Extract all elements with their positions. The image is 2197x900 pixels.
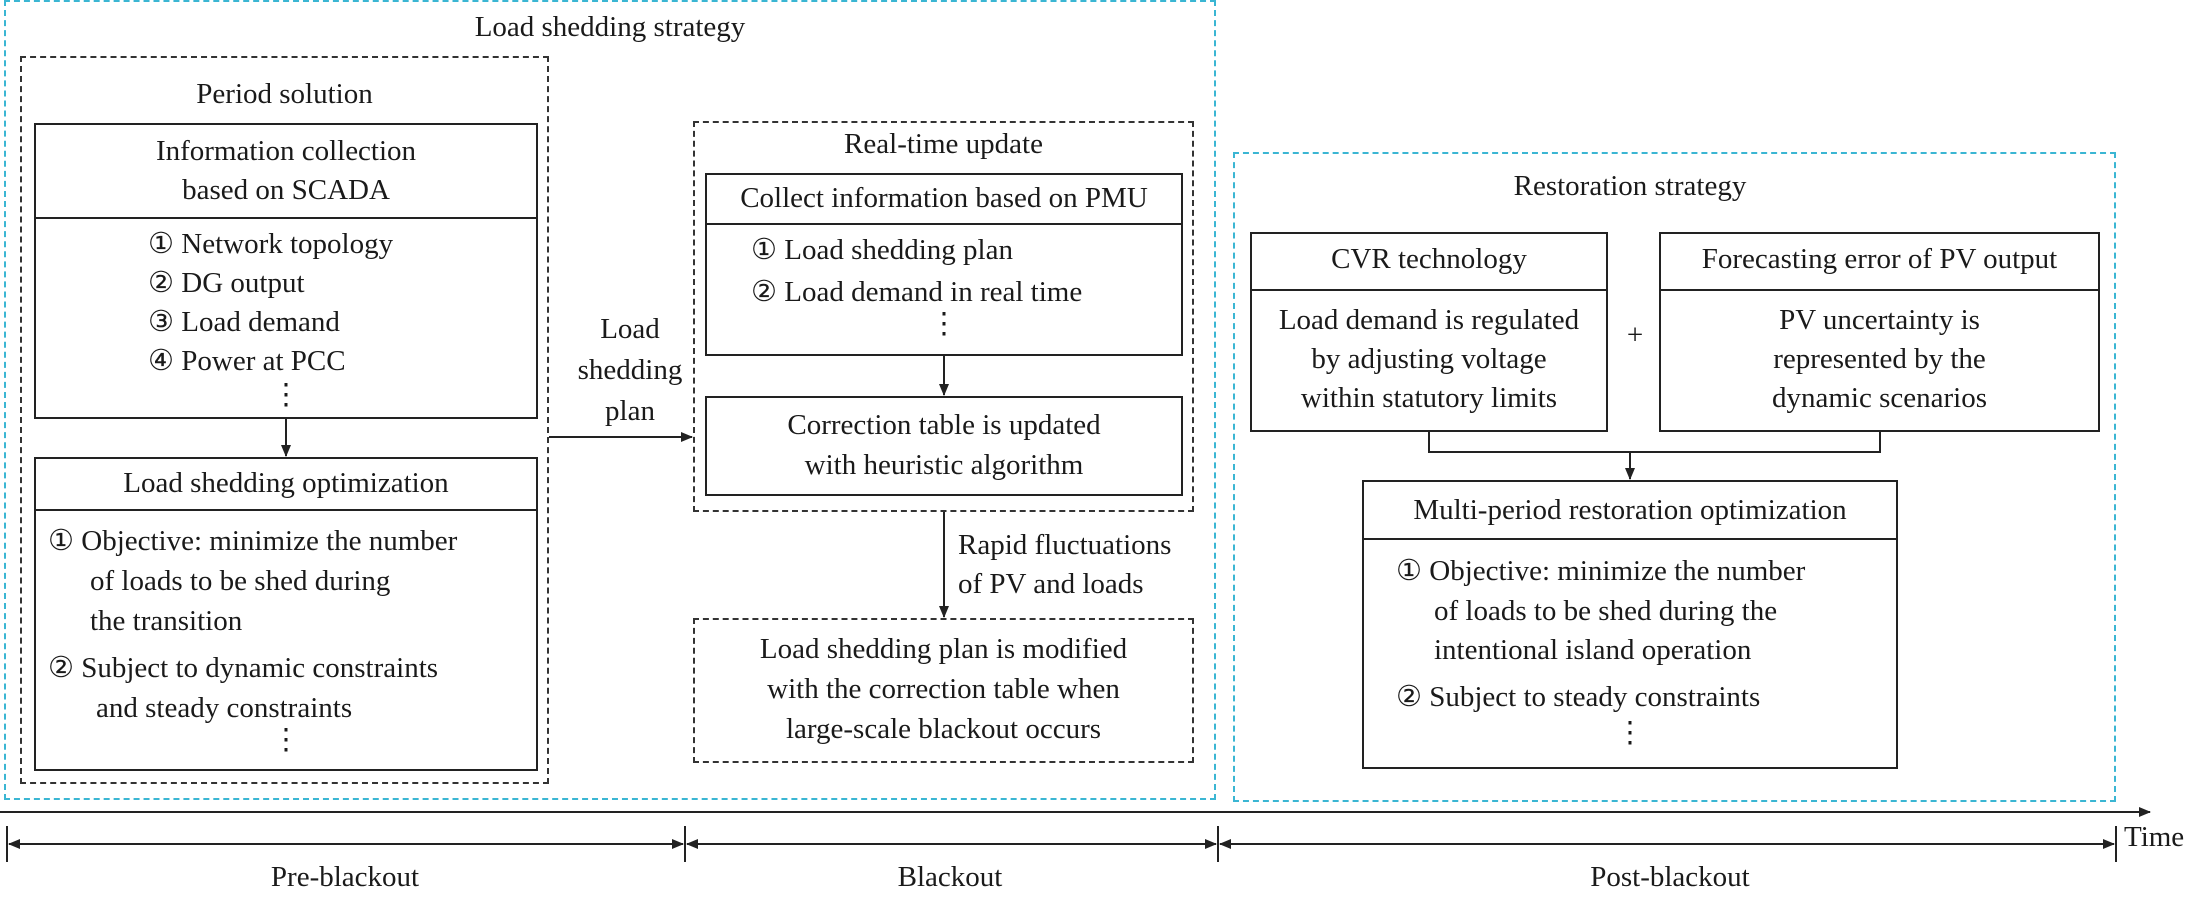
cvr-technology-title: CVR technology xyxy=(1331,243,1527,275)
info-item-dg-output: ② DG output xyxy=(148,267,305,299)
multi-period-restoration-box: Multi-period restoration optimization ① … xyxy=(1362,480,1898,769)
period-solution-region xyxy=(20,56,549,784)
load-shedding-optimization-title: Load shedding optimization xyxy=(123,467,449,499)
load-shedding-plan-label-1: Load xyxy=(600,313,660,345)
pv-line-1: PV uncertainty is xyxy=(1779,304,1980,336)
modified-line-3: large-scale blackout occurs xyxy=(785,713,1102,745)
divider xyxy=(36,509,536,511)
cvr-line-3: within statutory limits xyxy=(1300,382,1558,414)
opt-ellipsis: ⋮ xyxy=(271,724,301,756)
real-time-update-region xyxy=(693,121,1194,512)
information-collection-title-line1: Information collection xyxy=(155,135,417,167)
phase-blackout: Blackout xyxy=(897,861,1003,893)
rapid-fluctuations-line-1: Rapid fluctuations xyxy=(958,529,1172,561)
information-collection-title-line2: based on SCADA xyxy=(182,174,390,206)
cvr-line-2: by adjusting voltage xyxy=(1311,343,1547,375)
opt-line-3: the transition xyxy=(90,605,243,637)
restoration-strategy-title: Restoration strategy xyxy=(1513,170,1747,202)
pv-line-3: dynamic scenarios xyxy=(1771,382,1987,414)
real-time-update-title: Real-time update xyxy=(844,128,1043,160)
connector-cvr-pv-merge xyxy=(1428,432,1881,453)
load-shedding-strategy-region xyxy=(4,0,1216,800)
divider xyxy=(36,217,536,219)
cvr-line-1: Load demand is regulated xyxy=(1278,304,1580,336)
load-shedding-plan-modified-box: Load shedding plan is modified with the … xyxy=(693,618,1194,763)
multi-line-1: ① Objective: minimize the number xyxy=(1396,555,1806,587)
divider xyxy=(1661,289,2098,291)
pv-forecast-error-title: Forecasting error of PV output xyxy=(1701,243,2058,275)
correction-line-1: Correction table is updated xyxy=(787,409,1101,441)
opt-line-5: and steady constraints xyxy=(96,692,353,724)
divider xyxy=(1252,289,1606,291)
load-shedding-strategy-title: Load shedding strategy xyxy=(400,8,820,47)
info-item-network-topology: ① Network topology xyxy=(148,228,394,260)
rapid-fluctuations-line-2: of PV and loads xyxy=(958,568,1144,600)
time-axis-label: Time xyxy=(2124,821,2185,853)
information-collection-box: Information collection based on SCADA ① … xyxy=(34,123,538,419)
pmu-ellipsis: ⋮ xyxy=(929,308,959,340)
load-shedding-plan-label-2: shedding xyxy=(577,354,683,386)
pmu-item-load-shedding-plan: ① Load shedding plan xyxy=(751,234,1013,266)
correction-line-2: with heuristic algorithm xyxy=(804,449,1084,481)
info-item-load-demand: ③ Load demand xyxy=(148,306,340,338)
info-ellipsis: ⋮ xyxy=(271,379,301,411)
cvr-technology-box: CVR technology Load demand is regulated … xyxy=(1250,232,1608,432)
modified-line-1: Load shedding plan is modified xyxy=(759,633,1128,665)
load-shedding-optimization-box: Load shedding optimization ① Objective: … xyxy=(34,457,538,771)
pv-forecast-error-box: Forecasting error of PV output PV uncert… xyxy=(1659,232,2100,432)
divider xyxy=(1364,538,1896,540)
multi-line-3: intentional island operation xyxy=(1434,634,1752,666)
phase-post-blackout: Post-blackout xyxy=(1590,861,1750,893)
pmu-item-load-demand: ② Load demand in real time xyxy=(751,276,1083,308)
opt-line-2: of loads to be shed during xyxy=(90,565,391,597)
correction-table-box: Correction table is updated with heurist… xyxy=(705,396,1183,496)
load-shedding-plan-label-3: plan xyxy=(605,395,655,427)
multi-ellipsis: ⋮ xyxy=(1615,717,1645,749)
pmu-collection-title: Collect information based on PMU xyxy=(740,182,1148,214)
pmu-collection-box: Collect information based on PMU ① Load … xyxy=(705,173,1183,356)
multi-line-2: of loads to be shed during the xyxy=(1434,595,1778,627)
info-item-power-at-pcc: ④ Power at PCC xyxy=(148,345,346,377)
multi-line-4: ② Subject to steady constraints xyxy=(1396,681,1761,713)
modified-line-2: with the correction table when xyxy=(767,673,1120,705)
divider xyxy=(707,223,1181,225)
period-solution-title: Period solution xyxy=(196,78,373,110)
plus-sign: + xyxy=(1626,319,1644,351)
opt-line-1: ① Objective: minimize the number xyxy=(48,525,458,557)
multi-period-restoration-title: Multi-period restoration optimization xyxy=(1413,494,1847,526)
pv-line-2: represented by the xyxy=(1773,343,1986,375)
restoration-strategy-region xyxy=(1233,152,2116,802)
opt-line-4: ② Subject to dynamic constraints xyxy=(48,652,439,684)
phase-pre-blackout: Pre-blackout xyxy=(270,861,420,893)
